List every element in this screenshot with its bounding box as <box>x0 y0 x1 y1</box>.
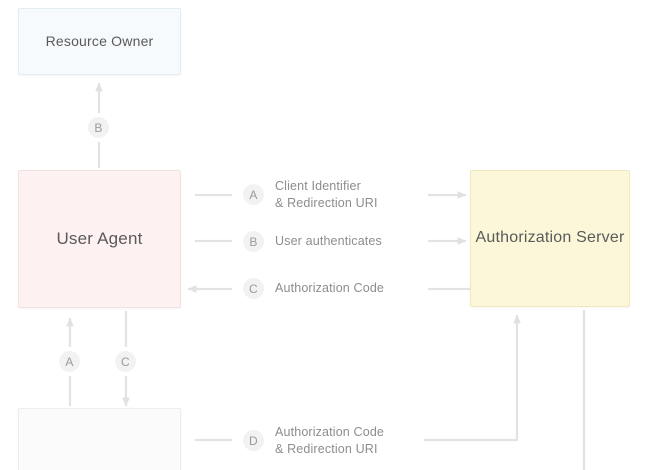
edge-marker-c: C <box>243 278 264 299</box>
edge-marker-d: D <box>243 430 264 452</box>
edge-label-a: A Client Identifier & Redirection URI <box>243 178 378 212</box>
node-user-agent-label: User Agent <box>56 228 143 248</box>
node-authorization-server[interactable]: Authorization Server <box>470 170 630 307</box>
edge-label-c: C Authorization Code <box>243 278 384 299</box>
edge-label-b: B User authenticates <box>243 231 382 252</box>
edge-line-d-right-up <box>424 314 521 442</box>
edge-marker-a-vertical: A <box>59 351 80 372</box>
edge-text-a: Client Identifier & Redirection URI <box>275 179 378 210</box>
edge-text-d: Authorization Code & Redirection URI <box>275 425 385 456</box>
edge-marker-b: B <box>243 231 264 252</box>
edge-marker-b-vertical: B <box>88 117 109 138</box>
edge-marker-c-vertical: C <box>115 351 136 372</box>
node-resource-owner[interactable]: Resource Owner <box>18 8 181 75</box>
edge-marker-a: A <box>243 184 264 206</box>
node-resource-owner-label: Resource Owner <box>45 33 154 50</box>
edge-label-d: D Authorization Code & Redirection URI <box>243 424 384 458</box>
edge-text-c: Authorization Code <box>275 281 385 296</box>
node-client[interactable]: Client <box>18 408 181 470</box>
node-authorization-server-label: Authorization Server <box>475 229 625 247</box>
node-user-agent[interactable]: User Agent <box>18 170 181 308</box>
edge-text-b: User authenticates <box>275 234 382 249</box>
